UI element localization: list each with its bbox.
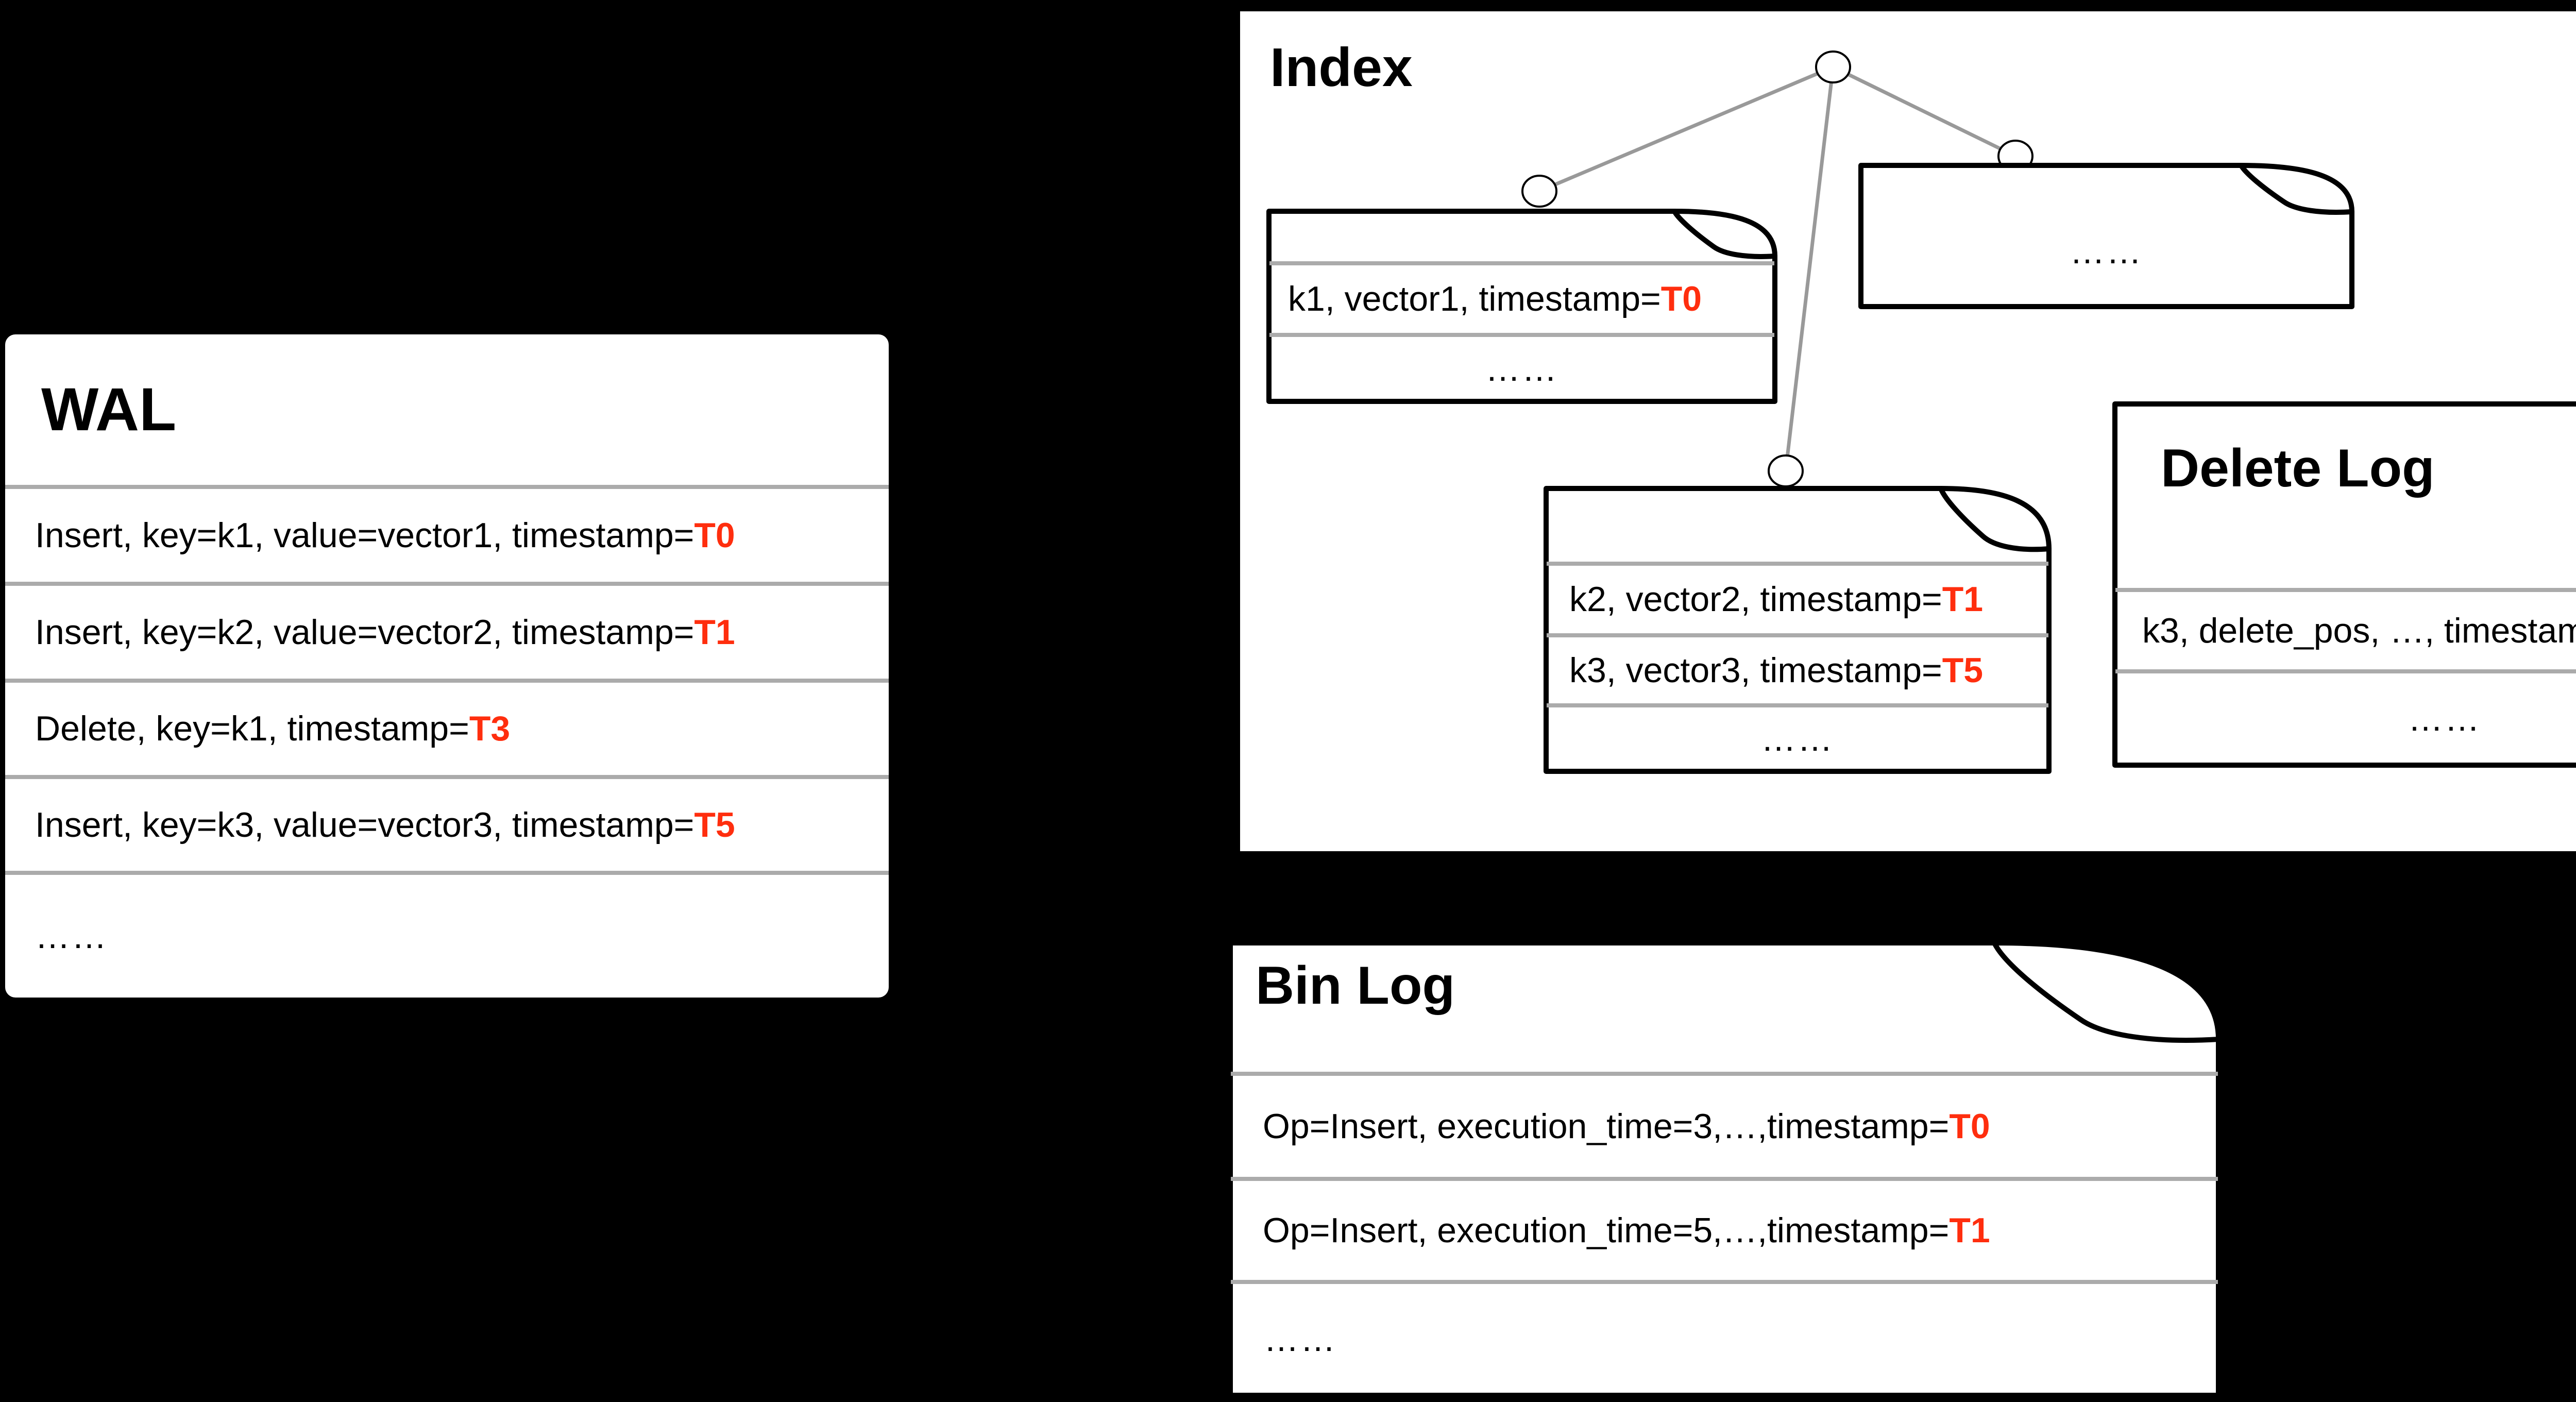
bin-log-row: Op=Insert, execution_time=3,…,timestamp=… — [1231, 1072, 2218, 1177]
document-shape — [1858, 163, 2354, 309]
segment-row-text: k3, vector3, timestamp= — [1569, 650, 1942, 690]
index-segment-doc-right: …… — [1858, 163, 2354, 309]
segment-row: k1, vector1, timestamp=T0 — [1269, 261, 1774, 333]
document-shape — [1544, 486, 2052, 774]
ellipsis-text: …… — [2070, 231, 2143, 271]
ellipsis-text: …… — [1761, 719, 1834, 759]
document-shape — [2112, 401, 2576, 768]
delete-log-title: Delete Log — [2161, 438, 2435, 498]
delete-log-ellipsis-row: …… — [2115, 669, 2576, 765]
wal-row-text: Insert, key=k1, value=vector1, timestamp… — [35, 515, 694, 555]
index-segment-doc-mid: k2, vector2, timestamp=T1 k3, vector3, t… — [1544, 486, 2052, 774]
wal-row: Delete, key=k1, timestamp=T3 — [5, 679, 889, 775]
segment-ellipsis-row: …… — [1547, 703, 2048, 771]
tree-mid-node — [1768, 454, 1804, 487]
segment-ellipsis-row: …… — [1861, 166, 2351, 306]
ellipsis-text: …… — [1264, 1320, 1337, 1359]
ellipsis-text: …… — [1485, 349, 1558, 388]
segment-row: k3, vector3, timestamp=T5 — [1547, 633, 2048, 703]
index-segment-doc-left: k1, vector1, timestamp=T0 …… — [1266, 209, 1777, 404]
tree-edge-root-right — [1832, 65, 2016, 158]
tree-edge-root-mid — [1784, 66, 1835, 471]
tree-root-node — [1815, 50, 1851, 83]
wal-title: WAL — [41, 376, 177, 444]
timestamp-highlight: T1 — [1949, 1210, 1990, 1250]
bin-log-ellipsis-row: …… — [1231, 1280, 2218, 1395]
delete-log-row: k3, delete_pos, …, timestamp=T3 — [2115, 588, 2576, 669]
timestamp-highlight: T0 — [1949, 1106, 1990, 1146]
timestamp-highlight: T3 — [469, 709, 511, 749]
wal-row-text: Delete, key=k1, timestamp= — [35, 709, 469, 749]
timestamp-highlight: T5 — [694, 805, 735, 844]
delete-log-doc: Delete Log k3, delete_pos, …, timestamp=… — [2112, 401, 2576, 768]
timestamp-highlight: T1 — [694, 612, 735, 652]
wal-box: WAL Insert, key=k1, value=vector1, times… — [5, 334, 889, 998]
wal-row-text: Insert, key=k2, value=vector2, timestamp… — [35, 612, 694, 652]
index-panel: Index k1, vector1, timestamp=T0 …… — [1236, 7, 2576, 855]
wal-row: Insert, key=k1, value=vector1, timestamp… — [5, 485, 889, 582]
delete-log-row-text: k3, delete_pos, …, timestamp= — [2142, 611, 2576, 650]
segment-ellipsis-row: …… — [1269, 333, 1774, 401]
bin-log-row: Op=Insert, execution_time=5,…,timestamp=… — [1231, 1177, 2218, 1280]
bin-log-title: Bin Log — [1256, 956, 1455, 1016]
wal-row-text: Insert, key=k3, value=vector3, timestamp… — [35, 805, 694, 844]
ellipsis-text: …… — [35, 916, 108, 956]
document-shape — [1266, 209, 1777, 404]
wal-row: Insert, key=k2, value=vector2, timestamp… — [5, 582, 889, 679]
timestamp-highlight: T0 — [694, 515, 735, 555]
wal-row: Insert, key=k3, value=vector3, timestamp… — [5, 775, 889, 871]
timestamp-highlight: T5 — [1942, 650, 1984, 690]
timestamp-highlight: T1 — [1942, 580, 1984, 619]
bin-log-row-text: Op=Insert, execution_time=3,…,timestamp= — [1263, 1106, 1950, 1146]
wal-ellipsis-row: …… — [5, 871, 889, 998]
segment-row: k2, vector2, timestamp=T1 — [1547, 562, 2048, 633]
timestamp-highlight: T0 — [1660, 279, 1702, 319]
bin-log-row-text: Op=Insert, execution_time=5,…,timestamp= — [1263, 1210, 1950, 1250]
segment-row-text: k2, vector2, timestamp= — [1569, 580, 1942, 619]
index-title: Index — [1270, 37, 1413, 98]
ellipsis-text: …… — [2408, 699, 2481, 739]
bin-log-doc: Bin Log Op=Insert, execution_time=3,…,ti… — [1228, 940, 2221, 1398]
segment-row-text: k1, vector1, timestamp= — [1288, 279, 1661, 319]
tree-left-node — [1521, 175, 1557, 208]
tree-edge-root-left — [1538, 65, 1834, 193]
